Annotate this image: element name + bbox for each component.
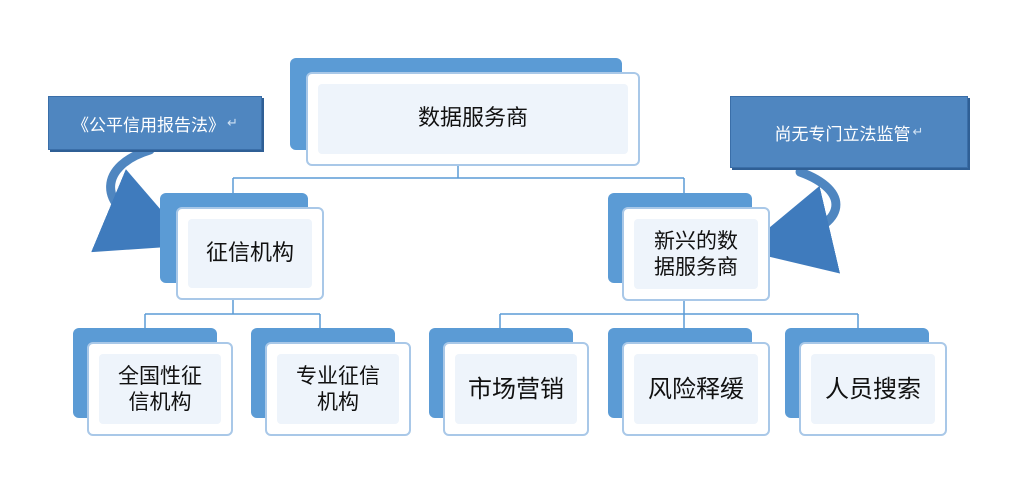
node-emerging-data-service-provider: 新兴的数 据服务商 xyxy=(608,193,770,301)
node-label: 新兴的数 据服务商 xyxy=(654,228,738,279)
callout-right-label: 尚无专门立法监管 xyxy=(774,124,911,145)
node-label: 人员搜索 xyxy=(825,375,921,403)
node-nationwide-credit-agency: 全国性征 信机构 xyxy=(73,328,233,436)
return-mark-icon: ↵ xyxy=(912,124,924,140)
node-label: 市场营销 xyxy=(468,375,564,403)
node-specialized-credit-agency: 专业征信 机构 xyxy=(251,328,411,436)
callout-left-label: 《公平信用报告法》 xyxy=(72,115,226,136)
node-label: 征信机构 xyxy=(205,240,294,266)
curved-arrow-left xyxy=(91,145,192,253)
node-label: 专业征信 机构 xyxy=(296,363,380,414)
node-label: 全国性征 信机构 xyxy=(118,363,202,414)
callout-fair-credit-reporting-act: 《公平信用报告法》 ↵ xyxy=(48,96,262,150)
callout-no-dedicated-legislation: 尚无专门立法监管 ↵ xyxy=(730,96,968,168)
tree-lines xyxy=(144,164,859,330)
node-credit-agency: 征信机构 xyxy=(160,193,324,300)
curved-arrow-right xyxy=(742,167,841,274)
node-risk-mitigation: 风险释缓 xyxy=(608,328,770,436)
node-label: 数据服务商 xyxy=(417,106,528,132)
node-people-search: 人员搜索 xyxy=(785,328,947,436)
return-mark-icon: ↵ xyxy=(227,115,238,131)
node-data-service-provider: 数据服务商 xyxy=(290,58,640,166)
node-marketing: 市场营销 xyxy=(429,328,589,436)
node-label: 风险释缓 xyxy=(648,375,744,403)
